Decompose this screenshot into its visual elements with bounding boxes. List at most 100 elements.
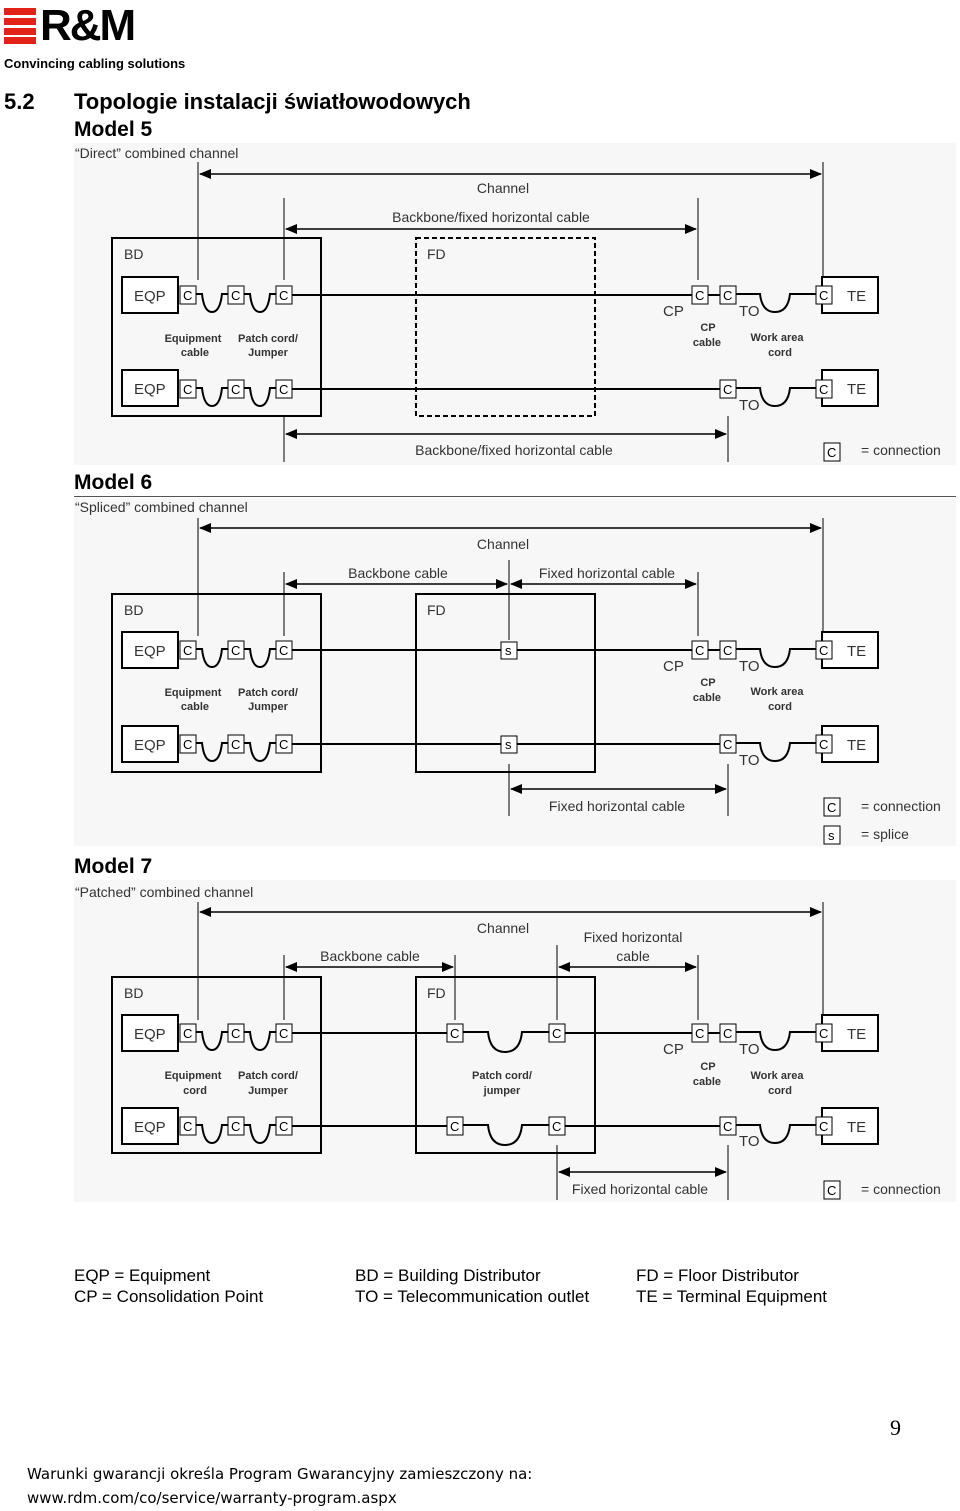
- logo-text: R&M: [40, 1, 136, 50]
- connection-c: C: [723, 288, 732, 303]
- patch-cord-label: Patch cord/: [238, 1070, 298, 1082]
- fd-jumper-label: jumper: [483, 1085, 521, 1097]
- connection-c: C: [231, 382, 240, 397]
- model-6-diagram: “Spliced” combined channel Channel Backb…: [75, 499, 941, 845]
- cp-cable-label: CP: [700, 1061, 715, 1073]
- connection-c: C: [231, 1119, 240, 1134]
- connection-c: C: [723, 1026, 732, 1041]
- bd-label: BD: [124, 246, 143, 262]
- legend-fd: FD = Floor Distributor: [636, 1266, 799, 1285]
- bd-label: BD: [124, 602, 143, 618]
- connection-c: C: [695, 643, 704, 658]
- channel-label: Channel: [477, 536, 529, 552]
- fixed-horizontal-label: cable: [616, 948, 650, 964]
- te-label: TE: [847, 381, 866, 398]
- backbone-cable-label: Backbone cable: [348, 565, 448, 581]
- connection-c: C: [183, 1119, 192, 1134]
- connection-c: C: [695, 288, 704, 303]
- patch-cord-label: Patch cord/: [238, 333, 298, 345]
- channel-label: Channel: [477, 920, 529, 936]
- model-5-subtitle: “Direct” combined channel: [75, 145, 238, 161]
- cp-cable-label: CP: [700, 677, 715, 689]
- connection-c: C: [819, 288, 828, 303]
- connection-c: C: [183, 382, 192, 397]
- legend-splice: = splice: [861, 826, 909, 842]
- fd-label: FD: [427, 246, 446, 262]
- splice-s: s: [505, 737, 512, 752]
- bd-label: BD: [124, 985, 143, 1001]
- connection-c: C: [279, 1119, 288, 1134]
- backbone-fixed-top-label: Backbone/fixed horizontal cable: [392, 209, 590, 225]
- eqp-label: EQP: [134, 737, 166, 754]
- cable-label: cable: [181, 347, 209, 359]
- page-number: 9: [890, 1415, 901, 1440]
- legend-connection: = connection: [861, 798, 941, 814]
- connection-c: C: [231, 1026, 240, 1041]
- model-6-title: Model 6: [74, 471, 153, 494]
- connection-c: C: [723, 643, 732, 658]
- splice-s: s: [505, 643, 512, 658]
- connection-c: C: [819, 643, 828, 658]
- connection-c: C: [231, 737, 240, 752]
- connection-c: C: [279, 1026, 288, 1041]
- cp-label: CP: [663, 303, 684, 320]
- patch-cord-label: Patch cord/: [238, 687, 298, 699]
- connection-c: C: [552, 1119, 561, 1134]
- cp-label: CP: [663, 658, 684, 675]
- te-label: TE: [847, 1026, 866, 1043]
- connection-c: C: [279, 643, 288, 658]
- cable-label: cable: [181, 701, 209, 713]
- work-area-label: Work area: [751, 332, 805, 344]
- work-area-cord-label: cord: [768, 1085, 792, 1097]
- legend-to: TO = Telecommunication outlet: [355, 1287, 590, 1306]
- cp-cable-label: cable: [693, 337, 721, 349]
- te-label: TE: [847, 288, 866, 305]
- to-label: TO: [739, 1041, 760, 1058]
- connection-c: C: [450, 1026, 459, 1041]
- eqp-label: EQP: [134, 1119, 166, 1136]
- section-title: Topologie instalacji światłowodowych: [74, 89, 471, 114]
- footer-link[interactable]: www.rdm.com/co/service/warranty-program.…: [27, 1489, 397, 1507]
- jumper-label: Jumper: [248, 1085, 288, 1097]
- legend-eqp: EQP = Equipment: [74, 1266, 211, 1285]
- connection-c: C: [183, 737, 192, 752]
- model-5-diagram: “Direct” combined channel Channel Backbo…: [75, 145, 941, 462]
- fixed-horizontal-label: Fixed horizontal: [584, 929, 683, 945]
- equipment-label: Equipment: [165, 687, 222, 699]
- connection-c: C: [819, 1119, 828, 1134]
- to-label: TO: [739, 1133, 760, 1150]
- model-7-diagram: “Patched” combined channel Channel Backb…: [75, 884, 941, 1200]
- backbone-cable-label: Backbone cable: [320, 948, 420, 964]
- fixed-horizontal-bottom-label: Fixed horizontal cable: [549, 798, 685, 814]
- cord-label: cord: [183, 1085, 207, 1097]
- cp-cable-label: cable: [693, 692, 721, 704]
- jumper-label: Jumper: [248, 701, 288, 713]
- cp-cable-label: cable: [693, 1076, 721, 1088]
- rm-logo-icon: [4, 8, 36, 44]
- topology-diagrams: “Direct” combined channel Channel Backbo…: [75, 145, 941, 1200]
- channel-label: Channel: [477, 180, 529, 196]
- legend-s: s: [828, 828, 835, 843]
- to-label: TO: [739, 658, 760, 675]
- model-5-title: Model 5: [74, 118, 153, 141]
- legend-bd: BD = Building Distributor: [355, 1266, 541, 1285]
- logo-tagline: Convincing cabling solutions: [4, 56, 186, 71]
- fixed-horizontal-bottom-label: Fixed horizontal cable: [572, 1181, 708, 1197]
- connection-c: C: [723, 382, 732, 397]
- fd-label: FD: [427, 602, 446, 618]
- connection-c: C: [695, 1026, 704, 1041]
- connection-c: C: [279, 737, 288, 752]
- fixed-horizontal-label: Fixed horizontal cable: [539, 565, 675, 581]
- eqp-label: EQP: [134, 288, 166, 305]
- connection-c: C: [231, 643, 240, 658]
- model-7-subtitle: “Patched” combined channel: [75, 884, 253, 900]
- equipment-label: Equipment: [165, 333, 222, 345]
- work-area-label: Work area: [751, 686, 805, 698]
- connection-c: C: [552, 1026, 561, 1041]
- fd-label: FD: [427, 985, 446, 1001]
- connection-c: C: [183, 1026, 192, 1041]
- legend-te: TE = Terminal Equipment: [636, 1287, 828, 1306]
- cp-cable-label: CP: [700, 322, 715, 334]
- connection-c: C: [819, 1026, 828, 1041]
- eqp-label: EQP: [134, 1026, 166, 1043]
